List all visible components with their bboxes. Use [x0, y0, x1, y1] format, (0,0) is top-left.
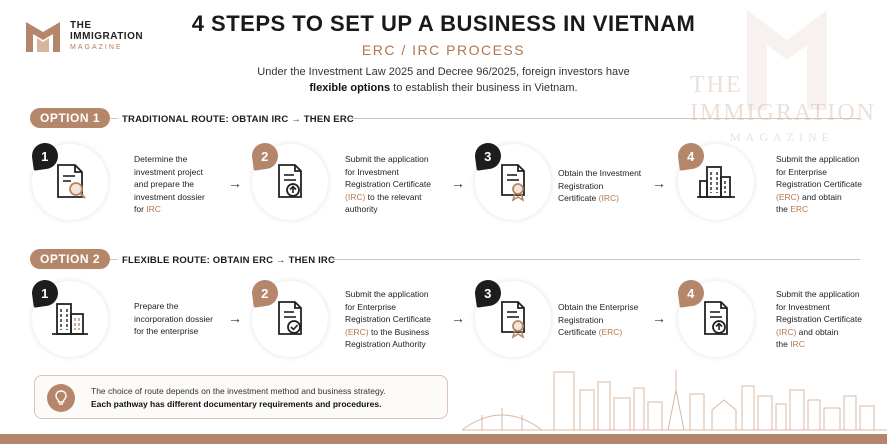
brand-mark-icon — [26, 22, 60, 52]
page-title: 4 STEPS TO SET UP A BUSINESS IN VIETNAM — [191, 11, 696, 36]
brand-line-3: MAGAZINE — [70, 43, 123, 51]
option-2-rule-left — [110, 259, 118, 260]
option-2-step-2-text: Submit the application for Enterprise Re… — [345, 289, 431, 349]
option-2-rule — [330, 259, 860, 260]
option-2-step-4-text: Submit the application for Investment Re… — [776, 289, 862, 349]
city-skyline-illustration — [462, 370, 887, 431]
certificate-icon — [501, 164, 525, 202]
option-1-rule-left — [110, 118, 118, 119]
option-1-badge: OPTION 1 — [30, 108, 110, 128]
option-2-arrow-2: → — [451, 310, 465, 326]
buildings-icon — [52, 303, 88, 335]
document-check-icon — [278, 301, 302, 335]
option-1-arrow-1: → — [228, 175, 242, 191]
option-2-title: FLEXIBLE ROUTE: OBTAIN ERC → THEN IRC — [122, 255, 336, 266]
option-1-arrow-3: → — [652, 175, 666, 191]
certificate-icon — [501, 301, 525, 339]
intro-part-2: to establish their business in Vietnam. — [390, 82, 578, 94]
brand-logo: THE IMMIGRATION MAGAZINE — [24, 18, 143, 54]
document-upload-icon — [704, 301, 728, 335]
watermark-text-1: THE — [690, 72, 743, 98]
buildings-icon — [697, 166, 735, 198]
document-upload-icon — [278, 164, 302, 198]
brand-line-2: IMMIGRATION — [70, 30, 144, 42]
option-1-step-3-text: Obtain the Investment Registration Certi… — [558, 168, 642, 203]
option-1-rule — [350, 118, 860, 119]
page-subtitle: ERC / IRC PROCESS — [361, 42, 526, 58]
option-1-step-1-text: Determine the investment project and pre… — [134, 154, 205, 214]
document-search-icon — [57, 164, 86, 199]
option-1-arrow-2: → — [451, 175, 465, 191]
option-1-title: TRADITIONAL ROUTE: OBTAIN IRC → THEN ERC — [122, 114, 354, 125]
intro-bold: flexible options — [309, 82, 391, 94]
watermark-text-3: MAGAZINE — [730, 130, 834, 144]
note-line-2: Each pathway has different documentary r… — [91, 399, 382, 409]
option-2-badge: OPTION 2 — [30, 249, 110, 269]
option-2-arrow-1: → — [228, 310, 242, 326]
option-2-step-3-text: Obtain the Enterprise Registration Certi… — [558, 302, 639, 337]
option-1-step-2-text: Submit the application for Investment Re… — [345, 154, 431, 214]
watermark-text-2: IMMIGRATION — [690, 100, 876, 126]
lightbulb-icon — [47, 384, 75, 412]
option-2-arrow-3: → — [652, 310, 666, 326]
footer-bar — [0, 434, 887, 444]
brand-line-1: THE — [70, 19, 92, 31]
intro-part-1: Under the Investment Law 2025 and Decree… — [257, 66, 630, 78]
note-line-1: The choice of route depends on the inves… — [91, 386, 386, 396]
note-box: The choice of route depends on the inves… — [34, 375, 448, 419]
option-1-step-4-text: Submit the application for Enterprise Re… — [776, 154, 862, 214]
watermark-logo — [747, 10, 827, 110]
intro-text: Under the Investment Law 2025 and Decree… — [240, 64, 647, 96]
option-2-step-1-text: Prepare the incorporation dossier for th… — [134, 301, 213, 336]
